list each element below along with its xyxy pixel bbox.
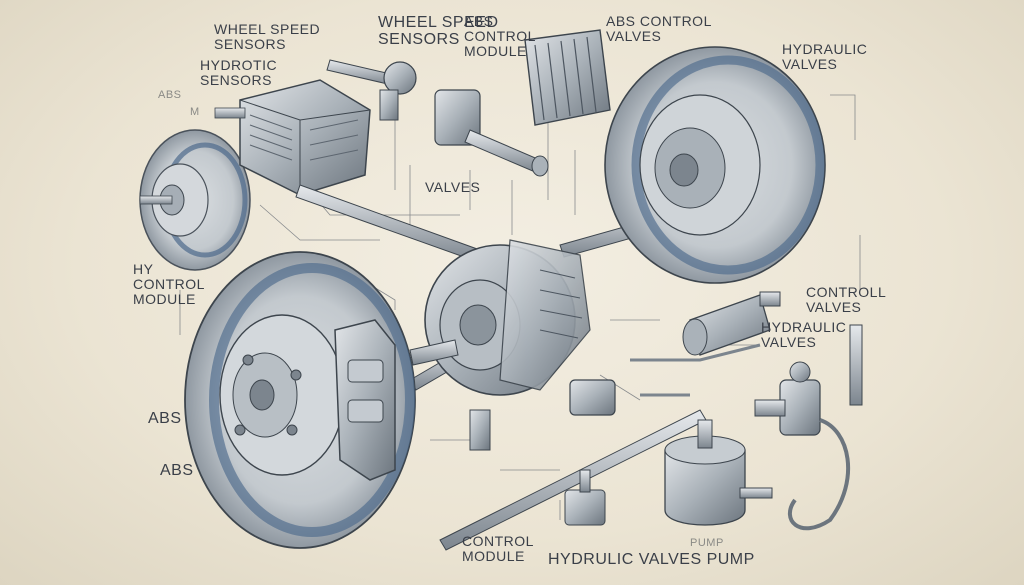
label-abs-control-valves-top: ABS CONTROL VALVES xyxy=(606,13,712,44)
small-brake-disc xyxy=(139,129,251,271)
label-wheel-speed-sensors-left: WHEEL SPEED SENSORS xyxy=(214,21,321,52)
label-wheel-speed-sensors-top: WHEEL SPEED SENSORS xyxy=(378,14,499,48)
abs-module-housing xyxy=(214,79,371,196)
label-abs-left-2: ABS xyxy=(160,462,194,479)
label-m-small: M xyxy=(190,106,200,118)
label-hydraulic-valves-top: HYDRAULIC VALVES xyxy=(782,41,868,72)
label-control-module-bottom: CONTROL MODULE xyxy=(462,533,534,564)
label-abs-small: ABS xyxy=(158,89,182,101)
label-control-valves-right: CONTROLL VALVES xyxy=(806,284,887,315)
label-hydrotic-sensors: HYDROTIC SENSORS xyxy=(200,57,278,88)
wheel-speed-sensor-assembly xyxy=(379,61,549,177)
label-abs-control-module-top: ABS CONTROL MODULE xyxy=(464,13,536,59)
label-hydraulic-valves-right: HYDRAULIC VALVES xyxy=(761,319,847,350)
pressure-valve-right xyxy=(754,324,863,531)
label-abs-left-1: ABS xyxy=(148,410,182,427)
brake-caliper xyxy=(334,319,396,481)
label-hydraulic-valves-pump: HYDRULIC VALVES PUMP xyxy=(548,551,755,568)
large-brake-disc-rear xyxy=(604,46,826,284)
brake-line xyxy=(630,343,761,397)
hydraulic-cylinder xyxy=(682,291,781,356)
label-valves-center: VALVES xyxy=(425,179,481,195)
label-pump-small: PUMP xyxy=(690,537,724,549)
control-module-unit xyxy=(524,29,611,126)
valve-block-small xyxy=(469,379,616,526)
pump-reservoir xyxy=(664,419,773,526)
hydraulic-modulator-pump xyxy=(409,239,591,396)
label-hy-control-module: HY CONTROL MODULE xyxy=(133,261,205,307)
